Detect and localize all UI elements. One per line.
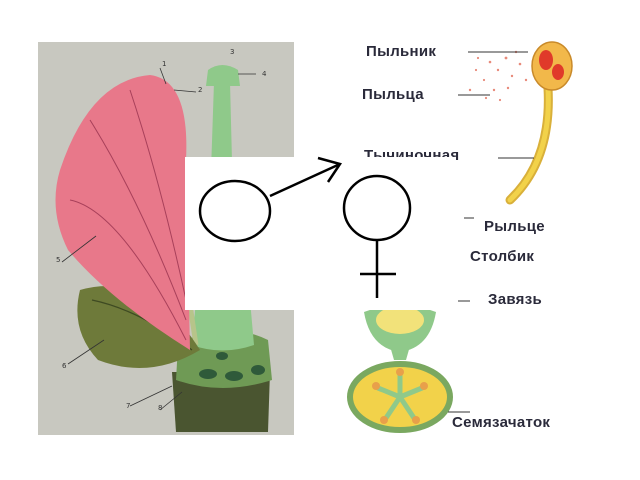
ovule-spot [216, 352, 228, 360]
petal-vein [69, 199, 187, 341]
male-arrow-head [317, 156, 343, 183]
male-circle [198, 179, 272, 243]
figure-number-label: 8 [158, 404, 163, 412]
figure-number-label: 1 [162, 60, 167, 68]
anther-lobe [539, 50, 553, 70]
receptacle [172, 372, 270, 432]
figure-number-label: 4 [262, 70, 267, 78]
ovary-inner [376, 306, 424, 334]
filament-highlight [507, 85, 551, 203]
label-anther: Пыльник [366, 43, 437, 60]
label-ovule: Семязачаток [452, 414, 551, 431]
male-symbol [198, 156, 343, 243]
pointer-line [159, 391, 183, 411]
pistil-stigma [206, 65, 240, 86]
female-symbol [342, 174, 412, 298]
ovule-dots [372, 368, 428, 424]
pointer-line [159, 67, 167, 85]
figure-number-label: 7 [126, 402, 131, 410]
figure-number-label: 3 [230, 48, 235, 56]
ovule-spot [225, 371, 243, 381]
petal-vein [129, 89, 187, 301]
sepal [77, 286, 200, 368]
ovule-spot [251, 365, 265, 375]
male-arrow-shaft [269, 162, 341, 198]
pointer-line [67, 339, 105, 365]
pointer-line [173, 89, 197, 93]
petal-vein [89, 119, 187, 321]
pointer-line [61, 235, 97, 263]
label-pollen: Пыльца [362, 86, 424, 103]
label-style: Столбик [470, 248, 535, 265]
label-stigma: Рыльце [484, 218, 545, 235]
figure-number-label: 6 [62, 362, 67, 370]
ovary-stem [390, 346, 410, 360]
label-ovary: Завязь [488, 291, 542, 308]
figure-number-label: 5 [56, 256, 61, 264]
overlay-panel [185, 157, 455, 310]
petal [55, 75, 190, 350]
pollen-cloud [468, 50, 528, 102]
ovule-cluster [375, 371, 425, 421]
anther-lobe [552, 64, 564, 80]
pointer-line [129, 385, 173, 407]
figure-number-label: 2 [198, 86, 203, 94]
ovule-spot [199, 369, 217, 379]
